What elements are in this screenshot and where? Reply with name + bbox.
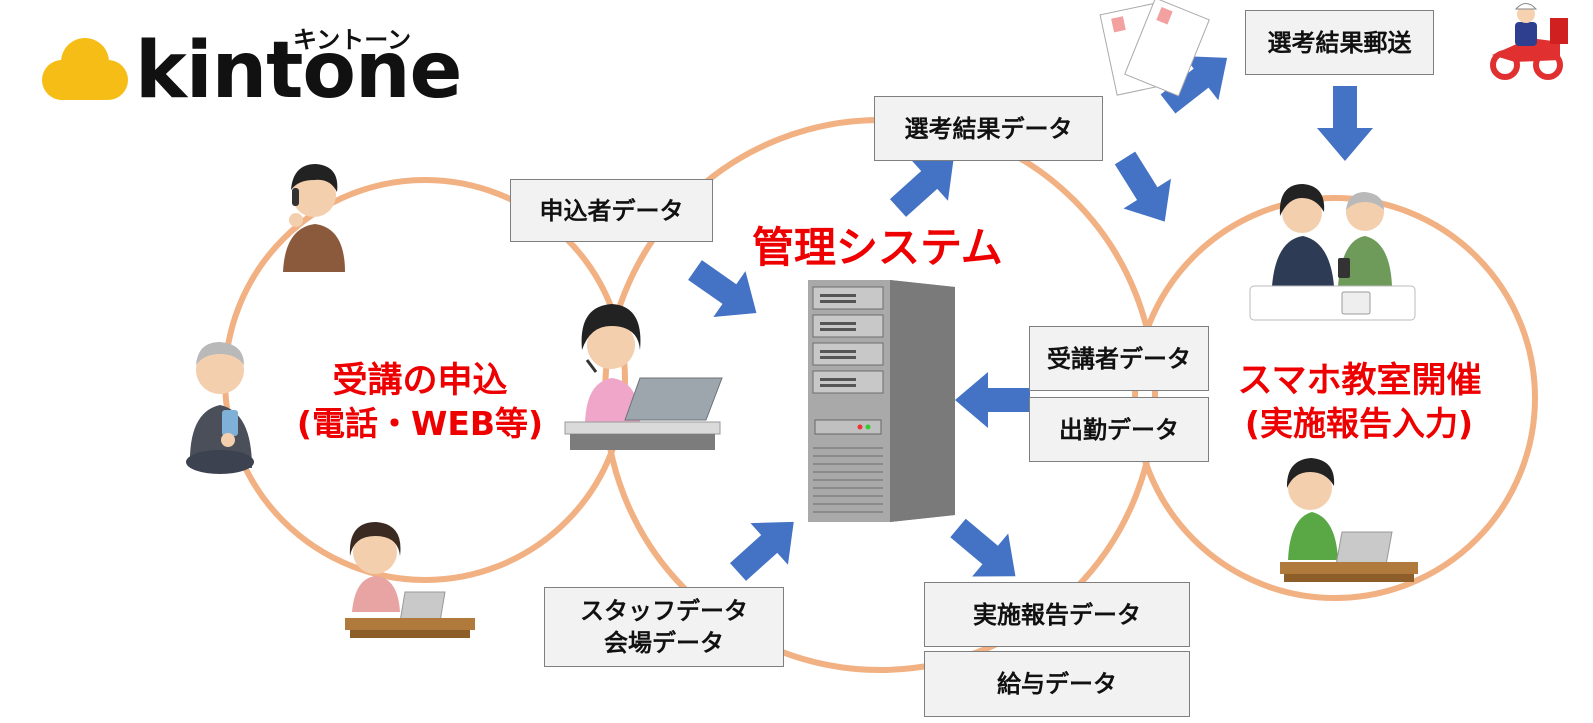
apply-title-line1: 受講の申込 [332, 361, 508, 401]
person-operator-icon [564, 304, 723, 450]
selection-result-data-box: 選考結果データ [874, 96, 1103, 161]
person-elderly-phone-icon [186, 342, 254, 474]
logo-wordmark: kintone [135, 26, 462, 116]
arrow-from-class-icon [955, 372, 1030, 428]
class-title-line1: スマホ教室開催 [1237, 361, 1482, 401]
report-data-box: 実施報告データ [924, 582, 1190, 647]
kintone-logo: kintone キントーン [0, 0, 500, 130]
person-laptop-woman-icon [345, 522, 475, 638]
venue-data-label: 会場データ [604, 629, 724, 657]
system-title: 管理システム [752, 223, 1003, 272]
class-title-line2: (実施報告入力) [1244, 404, 1474, 443]
selection-result-mail-box: 選考結果郵送 [1245, 10, 1434, 75]
staff-venue-data-box: スタッフデータ 会場データ [544, 587, 784, 667]
server-icon [808, 280, 955, 522]
logo-kana: キントーン [293, 26, 412, 54]
arrow-staff-to-system-icon [729, 521, 794, 581]
arrow-to-mail-icon [1160, 56, 1228, 114]
attendee-data-box: 受講者データ [1029, 326, 1209, 391]
person-laptop-boy-icon [1280, 458, 1418, 582]
arrow-to-report-icon [950, 518, 1016, 577]
arrow-to-class-icon [1114, 151, 1172, 222]
arrow-down-mail-icon [1317, 86, 1373, 161]
arrow-to-selection-icon [889, 157, 954, 217]
apply-title-line2: (電話・WEB等) [296, 404, 544, 443]
attendance-data-box: 出勤データ [1029, 397, 1209, 462]
arrow-to-system-icon [688, 260, 757, 318]
person-teacher-elderly-icon [1249, 184, 1416, 321]
postcard-icon [1099, 0, 1210, 97]
delivery-scooter-icon [1490, 3, 1568, 80]
salary-data-box: 給与データ [924, 651, 1190, 717]
kintone-cloud-icon [42, 38, 128, 100]
applicant-data-box: 申込者データ [510, 179, 713, 242]
person-phone-icon [283, 164, 345, 272]
staff-data-label: スタッフデータ [580, 597, 748, 625]
